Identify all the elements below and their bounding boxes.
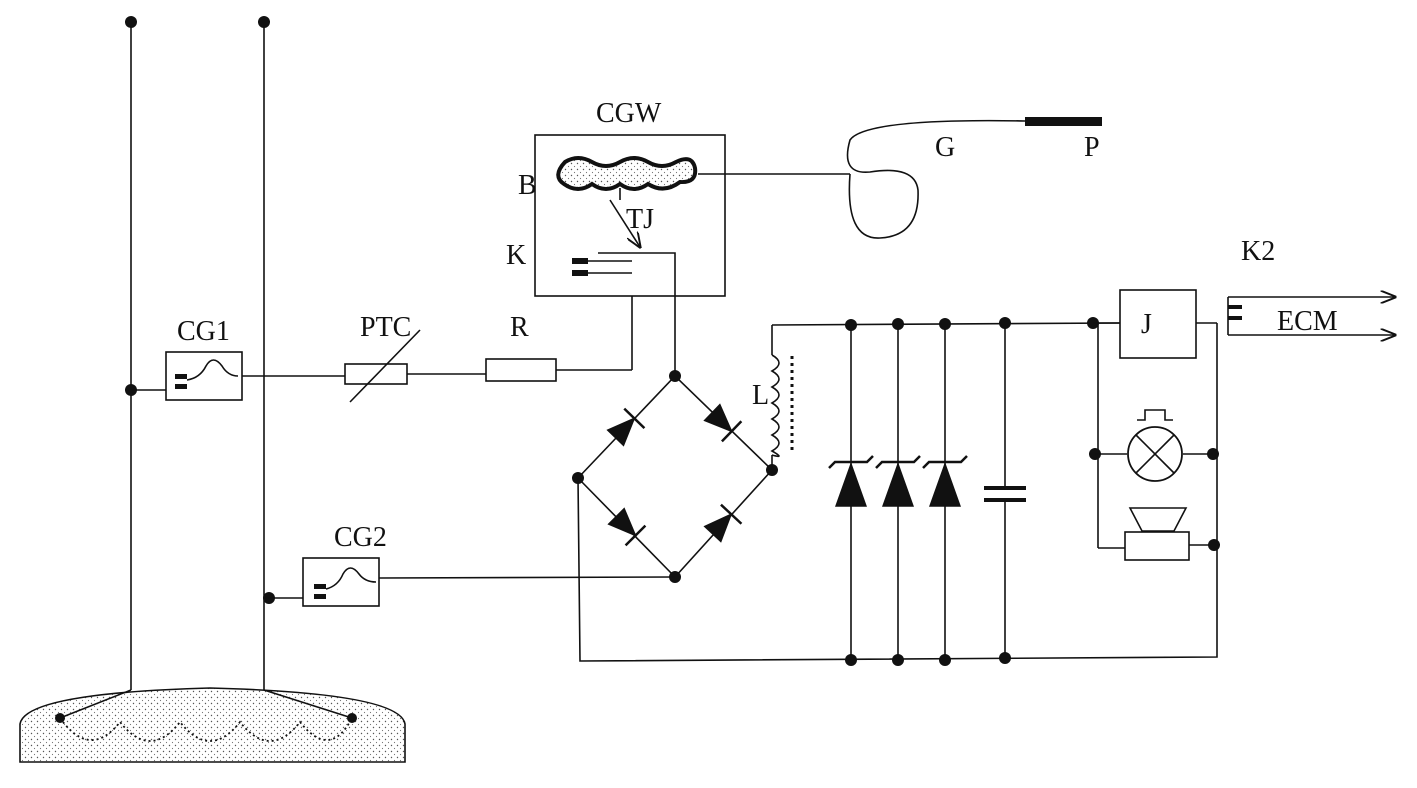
probe-p: [1025, 117, 1102, 126]
sensor-dome: [19, 687, 406, 763]
inductor-coil: [770, 354, 780, 458]
node-top-4: [999, 317, 1011, 329]
junction-dots: [845, 317, 1011, 666]
capacitor: [984, 323, 1026, 658]
left-bus-wires: [125, 16, 270, 690]
sensor-base: [19, 687, 406, 763]
labels: CGW B TJ K G P K2 CG1 PTC R L J ECM CG2: [177, 98, 1338, 553]
node-bottom-4: [999, 652, 1011, 664]
capillary-probe: [846, 117, 1102, 239]
cg1-sensor-curve: [186, 359, 239, 381]
label-k: K: [506, 240, 526, 271]
label-g: G: [935, 132, 955, 163]
r-resistor: [485, 358, 557, 382]
cg1-branch: [125, 280, 633, 403]
label-r: R: [510, 312, 529, 343]
cgw-module: [534, 134, 850, 372]
k2-contact-bottom: [1228, 316, 1242, 320]
bimetal-bulb: [556, 156, 698, 191]
terminal-top-1: [125, 16, 137, 28]
k2-ecm-output: [1227, 297, 1395, 335]
wire-cg2-bridge: [378, 576, 676, 579]
label-j: J: [1141, 309, 1152, 340]
base-node-right: [347, 713, 357, 723]
k2-contact-top: [1228, 305, 1242, 309]
cg2-branch: [263, 557, 676, 607]
diode-d1: [606, 407, 646, 447]
label-cgw: CGW: [596, 98, 662, 129]
ptc-resistor: [344, 363, 408, 385]
buzzer-horn-icon: [1128, 507, 1188, 532]
cg2-sensor-curve: [325, 567, 377, 590]
node-top-2: [892, 318, 904, 330]
node-buzzer-right: [1208, 539, 1220, 551]
capillary-loop: [846, 119, 1026, 239]
terminal-top-2: [258, 16, 270, 28]
label-cg1: CG1: [177, 316, 230, 347]
k-contact-bottom: [572, 270, 588, 276]
ptc-slash: [349, 329, 421, 403]
node-top-3: [939, 318, 951, 330]
label-b: B: [518, 170, 537, 201]
label-l: L: [752, 380, 769, 411]
cg1-contact-top: [175, 374, 187, 379]
cg2-contact-bottom: [314, 594, 326, 599]
zener-diode-3: [922, 455, 968, 507]
base-lead-left: [59, 689, 132, 719]
tj-arrow: [609, 199, 640, 247]
k-to-bridge-wire: [598, 252, 676, 372]
node-top-1: [845, 319, 857, 331]
label-ecm: ECM: [1277, 306, 1338, 337]
lamp-cross-2: [1135, 434, 1175, 474]
node-bottom-1: [845, 654, 857, 666]
base-node-left: [55, 713, 65, 723]
heating-element: [59, 717, 353, 742]
node-bottom-3: [939, 654, 951, 666]
label-ptc: PTC: [360, 312, 411, 343]
lamp-cap: [1137, 409, 1173, 421]
label-p: P: [1084, 132, 1100, 163]
diode-d3: [607, 507, 647, 547]
bridge-rectifier: [572, 370, 778, 583]
label-k2: K2: [1241, 236, 1275, 267]
base-lead-right: [263, 689, 353, 719]
cg2-contact-top: [314, 584, 326, 589]
relay-section: [1087, 289, 1220, 561]
label-cg2: CG2: [334, 522, 387, 553]
zener-diode-2: [875, 455, 921, 507]
k-contact-top: [572, 258, 588, 264]
relay-j-box: [1119, 289, 1197, 359]
bridge-node-top: [669, 370, 681, 382]
node-bottom-2: [892, 654, 904, 666]
cg1-contact-bottom: [175, 384, 187, 389]
diode-d2: [703, 403, 743, 443]
zener-bank: [828, 325, 968, 660]
buzzer-body: [1124, 531, 1190, 561]
inductor-l: [770, 325, 794, 470]
label-tj: TJ: [626, 204, 654, 235]
diode-d4: [703, 503, 743, 543]
zener-diode-1: [828, 455, 874, 507]
